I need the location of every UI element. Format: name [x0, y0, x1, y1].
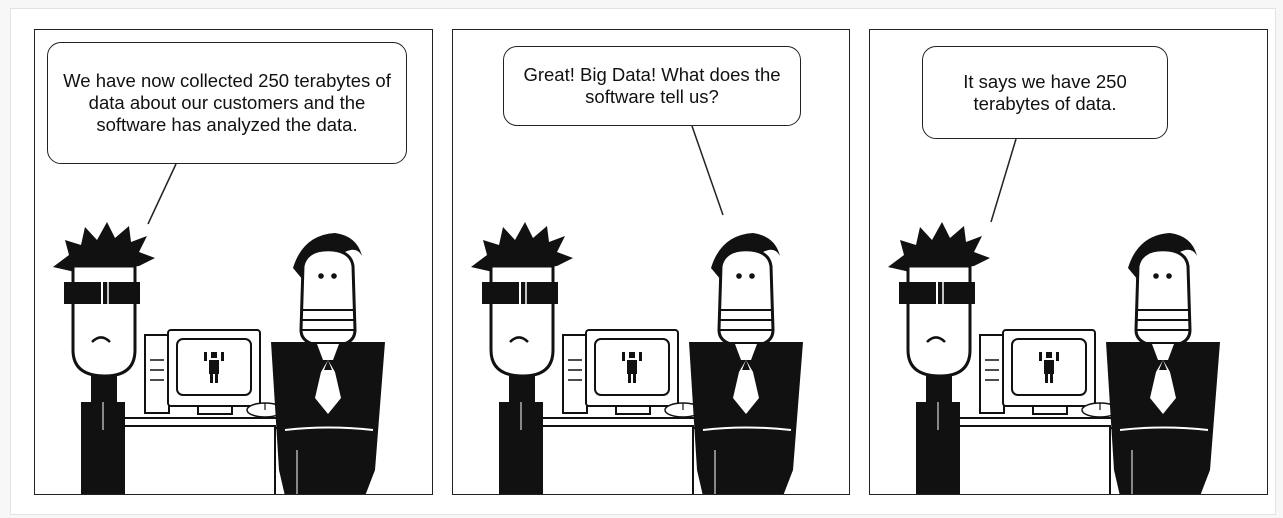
office-scene	[469, 220, 805, 494]
comic-panel-3: It says we have 250 terabytes of data.	[869, 29, 1268, 495]
office-scene	[886, 220, 1222, 494]
speech-tail	[990, 138, 1017, 223]
panel-3-art	[886, 138, 1222, 494]
office-scene	[51, 220, 387, 494]
speech-tail	[691, 125, 724, 216]
panel-1-art	[51, 163, 387, 494]
speech-bubble: We have now collected 250 terabytes of d…	[47, 42, 407, 164]
comic-panel-2: Great! Big Data! What does the software …	[452, 29, 850, 495]
speech-bubble: Great! Big Data! What does the software …	[503, 46, 801, 126]
panel-2-art	[469, 125, 805, 494]
speech-tail	[147, 163, 177, 225]
comic-panel-1: We have now collected 250 terabytes of d…	[34, 29, 433, 495]
speech-bubble: It says we have 250 terabytes of data.	[922, 46, 1168, 139]
